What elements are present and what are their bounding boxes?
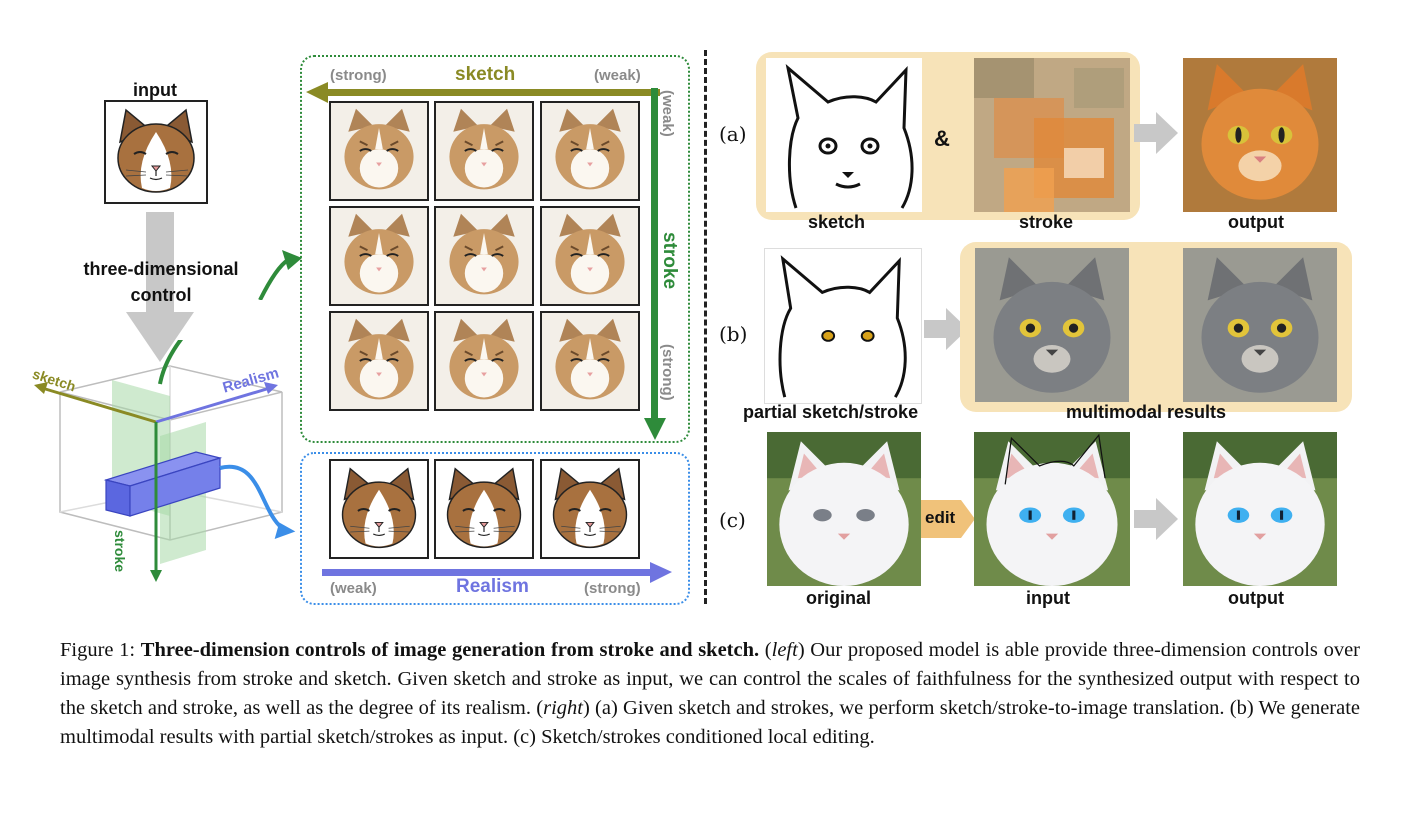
row-a-stroke-image [974, 58, 1130, 212]
input-label: input [133, 80, 177, 100]
grid-cat-r3c3 [540, 311, 640, 411]
row-c-output-label: output [1228, 588, 1284, 608]
grid-cat-r2c1 [329, 206, 429, 306]
row-b-result-1-image [974, 248, 1130, 402]
realism-arrow-icon [322, 562, 672, 583]
grid-cat-r3c2 [434, 311, 534, 411]
caption-part2: ) Our proposed model is able provide thr… [60, 639, 1361, 719]
stroke-weak-label: (weak) [659, 90, 676, 137]
cube-axis-stroke: stroke [112, 530, 128, 573]
row-c-edit-arrow: edit [921, 500, 975, 538]
realism-axis-label: Realism [456, 576, 529, 597]
row-c-edit-label: edit [925, 508, 956, 527]
section-divider [704, 50, 707, 604]
grid-cat-r3c1 [329, 311, 429, 411]
row-c-tag: (c) [719, 508, 746, 532]
realism-cat-2 [434, 459, 534, 559]
figure-caption: Figure 1: Three-dimension controls of im… [60, 636, 1360, 752]
row-a-sketch-label: sketch [808, 212, 866, 232]
grid-cat-r1c3 [540, 101, 640, 201]
caption-left-word: left [771, 639, 798, 661]
realism-cat-3 [540, 459, 640, 559]
row-a-arrow-icon [1134, 112, 1178, 154]
row-a-ampersand: & [934, 126, 950, 151]
caption-title: Three-dimension controls of image genera… [140, 639, 760, 661]
realism-panel [300, 452, 690, 605]
row-b-tag: (b) [719, 322, 748, 346]
caption-right-word: right [543, 697, 583, 719]
control-label-line1: three-dimensional [83, 259, 239, 279]
row-a-stroke-label: stroke [1019, 212, 1074, 232]
caption-part1: ( [759, 639, 772, 661]
down-arrow-icon [126, 212, 194, 362]
row-a-output-label: output [1228, 212, 1284, 232]
realism-weak-label: (weak) [330, 580, 377, 597]
grid-cat-r1c1 [329, 101, 429, 201]
realism-cat-1 [329, 459, 429, 559]
row-b-arrow-icon [924, 308, 968, 350]
row-b-multimodal-label: multimodal results [1066, 402, 1227, 422]
sketch-axis-label: sketch [455, 64, 516, 85]
sketch-weak-label: (weak) [594, 67, 641, 84]
row-c-arrow-icon [1134, 498, 1178, 540]
row-a-tag: (a) [719, 122, 747, 146]
control-cube-diagram [34, 340, 296, 582]
grid-cat-r1c2 [434, 101, 534, 201]
row-c-input-label: input [1026, 588, 1070, 608]
sketch-stroke-grid-panel [300, 55, 690, 443]
row-b-partial-sketch-image [764, 248, 922, 404]
row-b-partial-label: partial sketch/stroke [743, 402, 919, 422]
row-c-input-image [974, 432, 1130, 586]
stroke-strong-label: (strong) [659, 344, 676, 401]
caption-part3: ) (a) Given sketch and strokes, we perfo… [60, 697, 1361, 748]
control-label-line2: control [130, 285, 192, 305]
control-label: three-dimensional control [68, 256, 254, 308]
sketch-arrow-icon [306, 82, 660, 103]
row-c-output-image [1182, 432, 1338, 586]
caption-prefix: Figure 1: [60, 639, 141, 661]
stroke-axis-label: stroke [659, 232, 680, 290]
input-cat-image [104, 100, 208, 204]
row-c-original-image [766, 432, 922, 586]
grid-cat-r2c3 [540, 206, 640, 306]
row-a-output-image [1182, 58, 1338, 212]
green-arrow-icon [258, 250, 302, 300]
realism-strong-label: (strong) [584, 580, 641, 597]
row-c-original-label: original [806, 588, 872, 608]
row-b-result-2-image [1182, 248, 1338, 402]
stroke-arrow-icon [644, 88, 666, 440]
grid-cat-r2c2 [434, 206, 534, 306]
sketch-strong-label: (strong) [330, 67, 387, 84]
row-a-sketch-image [766, 58, 922, 212]
